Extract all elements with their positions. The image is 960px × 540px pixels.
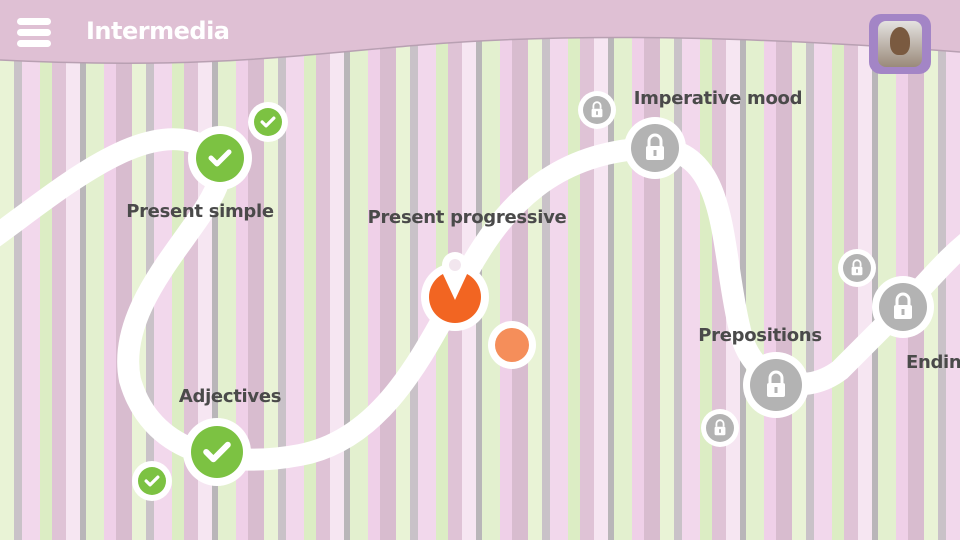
location-pin-icon (442, 252, 468, 300)
node-present-simple[interactable] (188, 102, 288, 190)
node-prepositions[interactable] (701, 352, 809, 447)
lesson-label[interactable]: Ending (905, 352, 960, 373)
app-title: Intermedia (86, 17, 230, 45)
node-imperative-mood[interactable] (578, 91, 686, 179)
lesson-label[interactable]: Present progressive (367, 207, 567, 228)
hamburger-icon[interactable] (17, 18, 51, 48)
node-adjectives[interactable] (132, 418, 251, 501)
user-avatar[interactable] (869, 14, 931, 74)
header-bar (0, 0, 960, 64)
lesson-label[interactable]: Adjectives (178, 386, 282, 407)
node-present-progressive[interactable] (421, 252, 536, 369)
node-ending[interactable] (838, 249, 934, 338)
lesson-label[interactable]: Prepositions (698, 325, 822, 346)
lesson-label[interactable]: Imperative mood (633, 88, 803, 109)
lesson-label[interactable]: Present simple (126, 201, 274, 222)
